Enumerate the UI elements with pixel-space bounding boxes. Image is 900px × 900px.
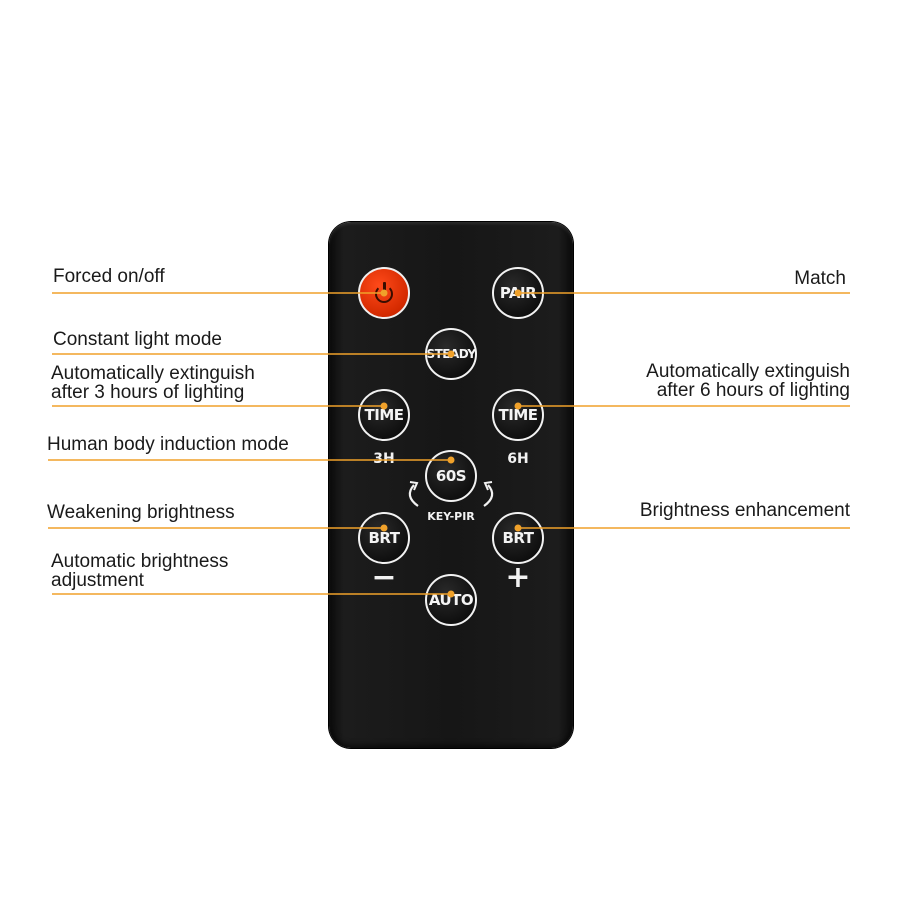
key-pir-print: KEY-PIR xyxy=(427,510,475,523)
callout-match: Match xyxy=(794,268,846,289)
callout-extinguish-6h-line1: Automatically extinguish xyxy=(646,361,850,382)
three-hour-print: 3H xyxy=(373,451,395,467)
steady-button-label: STEADY xyxy=(426,347,476,361)
callout-auto-brightness-line1: Automatic brightness xyxy=(51,551,229,572)
time-6h-button[interactable]: TIME xyxy=(492,389,544,441)
brt-minus-button[interactable]: BRT xyxy=(358,512,410,564)
pair-button[interactable]: PAIR xyxy=(492,267,544,319)
callout-weakening: Weakening brightness xyxy=(47,502,235,523)
callout-extinguish-3h-line1: Automatically extinguish xyxy=(51,363,255,384)
brt-plus-button[interactable]: BRT xyxy=(492,512,544,564)
time-6h-button-label: TIME xyxy=(498,406,539,424)
callout-human-body: Human body induction mode xyxy=(47,434,289,455)
pair-button-label: PAIR xyxy=(499,284,537,302)
callout-auto-brightness-line2: adjustment xyxy=(51,570,144,591)
power-button[interactable] xyxy=(358,267,410,319)
brt-minus-button-label: BRT xyxy=(368,529,400,547)
auto-button[interactable]: AUTO xyxy=(425,574,477,626)
steady-button[interactable]: STEADY xyxy=(425,328,477,380)
time-3h-button[interactable]: TIME xyxy=(358,389,410,441)
pir-60s-button-label: 60S xyxy=(435,467,467,485)
time-3h-button-label: TIME xyxy=(364,406,405,424)
callout-enhancement: Brightness enhancement xyxy=(639,500,850,521)
brt-plus-button-label: BRT xyxy=(502,529,534,547)
six-hour-print: 6H xyxy=(507,451,529,467)
pir-60s-button[interactable]: 60S xyxy=(425,450,477,502)
plus-sign: + xyxy=(505,560,531,595)
minus-sign: − xyxy=(371,560,397,595)
callout-extinguish-3h-line2: after 3 hours of lighting xyxy=(51,382,245,403)
callout-forced-on-off: Forced on/off xyxy=(53,266,165,287)
power-icon xyxy=(375,282,393,303)
auto-button-label: AUTO xyxy=(428,591,474,609)
callout-extinguish-6h-line2: after 6 hours of lighting xyxy=(656,380,850,401)
callout-constant-light: Constant light mode xyxy=(53,329,222,350)
